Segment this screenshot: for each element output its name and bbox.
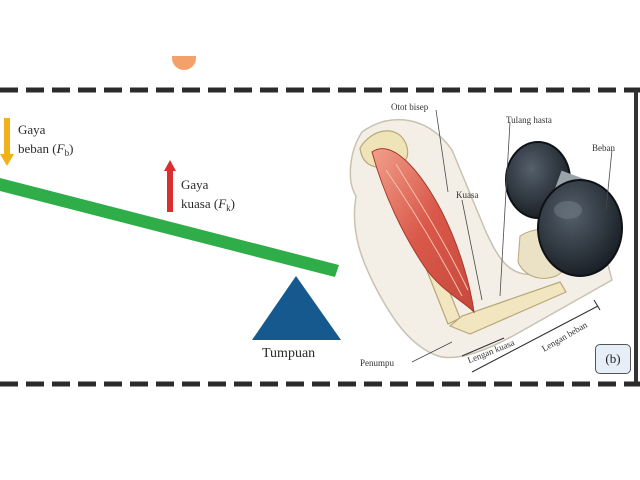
effort-label: Kuasa [456, 190, 479, 200]
fulcrum-label: Tumpuan [262, 346, 316, 361]
fulcrum-point-label: Penumpu [360, 358, 395, 368]
biceps-label: Otot bisep [391, 102, 429, 112]
arm-length-lines [461, 299, 601, 373]
panel-label-badge: (b) [595, 344, 631, 374]
leader-lines [411, 109, 613, 363]
load-force-arrow [0, 118, 14, 166]
load-label: Beban [592, 143, 615, 153]
lever-beam [0, 178, 339, 277]
cropped-shape [172, 56, 196, 70]
right-border [634, 90, 638, 382]
bottom-dashed-border [0, 381, 640, 387]
load-force-label: Gaya beban (Fb) [18, 122, 74, 158]
dumbbell [505, 141, 623, 277]
effort-force-arrow [164, 160, 176, 212]
fulcrum-triangle [252, 276, 341, 340]
radius-label: Tulang hasta [506, 115, 552, 125]
top-dashed-border [0, 87, 640, 93]
effort-force-label: Gaya kuasa (Fk) [181, 177, 235, 213]
forearm-bone [448, 281, 567, 335]
